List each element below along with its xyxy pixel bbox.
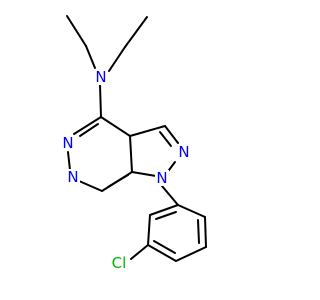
bond xyxy=(159,131,172,147)
atom-n3-label: N xyxy=(62,134,73,152)
atom-n5-label: N xyxy=(67,168,78,186)
atom-n2-label: N xyxy=(178,143,189,161)
bond xyxy=(147,214,151,246)
bond xyxy=(67,151,71,171)
atom-n5: N xyxy=(66,168,80,186)
bond xyxy=(85,45,96,69)
bond-lines xyxy=(66,15,207,262)
bond xyxy=(129,125,166,137)
label-background xyxy=(155,170,169,186)
molecule-structure: N N N N N Cl xyxy=(61,15,207,272)
atom-n3: N xyxy=(61,134,75,152)
label-background xyxy=(61,135,75,151)
bond xyxy=(130,244,149,260)
bond xyxy=(129,135,133,173)
atom-n1-label: N xyxy=(156,169,167,187)
bond xyxy=(108,46,126,72)
atom-cl-label: Cl xyxy=(112,254,127,272)
bond xyxy=(177,204,206,218)
label-background xyxy=(108,254,130,272)
label-background xyxy=(94,69,108,85)
bond xyxy=(204,216,207,248)
bond xyxy=(147,244,177,262)
bond xyxy=(66,15,87,47)
atom-n2: N xyxy=(177,143,191,161)
bond xyxy=(153,240,176,254)
bond xyxy=(131,171,157,177)
atom-labels: N N N N N Cl xyxy=(61,68,191,272)
bond xyxy=(107,174,129,188)
bond xyxy=(79,123,99,137)
bond xyxy=(161,185,179,206)
atom-cl: Cl xyxy=(108,254,130,272)
bond xyxy=(149,204,179,216)
bond xyxy=(124,16,148,48)
atom-n1: N xyxy=(155,169,169,187)
bond xyxy=(175,246,207,262)
label-background xyxy=(177,144,191,160)
label-background xyxy=(66,169,80,185)
bond xyxy=(197,219,200,244)
bond xyxy=(73,116,102,135)
bond xyxy=(100,116,131,137)
atom-n-amine-label: N xyxy=(95,68,106,86)
bond xyxy=(99,84,102,118)
bond xyxy=(155,211,177,220)
atom-n-amine: N xyxy=(94,68,108,86)
bond xyxy=(164,125,179,144)
bond xyxy=(78,180,103,192)
